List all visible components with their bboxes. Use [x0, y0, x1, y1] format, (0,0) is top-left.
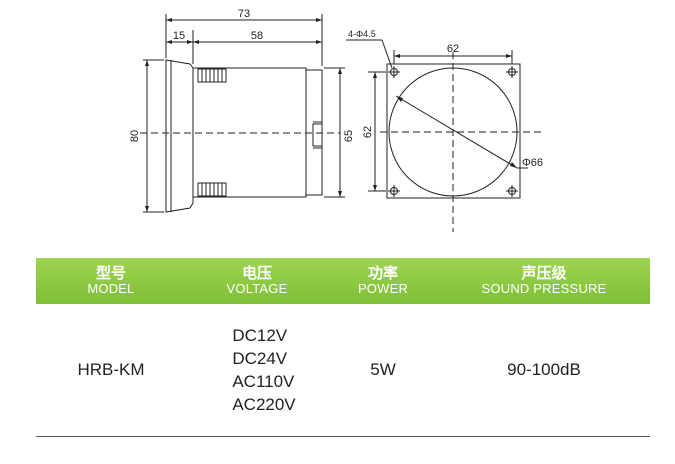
dimension-drawing-svg: 73 15 58 80 65 62 62 4-Φ4.5 Φ66	[129, 8, 545, 232]
cell-voltage: DC12V DC24V AC110V AC220V	[186, 324, 328, 416]
dim-face-width: 62	[447, 43, 459, 55]
header-sound-pressure: 声压级 SOUND PRESSURE	[438, 263, 650, 297]
header-power: 功率 POWER	[328, 263, 438, 297]
dim-diameter: Φ66	[522, 157, 543, 169]
lower-screw	[197, 182, 227, 197]
header-voltage-en: VOLTAGE	[226, 281, 288, 297]
spec-table: 型号 MODEL 电压 VOLTAGE 功率 POWER 声压级 SOUND P…	[36, 258, 650, 437]
cell-power: 5W	[370, 360, 396, 379]
dim-body-depth: 58	[251, 30, 263, 42]
header-model-zh: 型号	[95, 263, 126, 282]
cell-sound-pressure: 90-100dB	[507, 360, 581, 379]
voltage-item: AC220V	[232, 395, 296, 414]
flange-outline	[165, 59, 194, 213]
technical-drawing: 73 15 58 80 65 62 62 4-Φ4.5 Φ66	[129, 8, 545, 232]
dim-front-height: 80	[129, 130, 141, 142]
voltage-item: AC110V	[232, 372, 295, 391]
header-power-zh: 功率	[367, 263, 398, 282]
header-sound-pressure-en: SOUND PRESSURE	[481, 281, 607, 297]
dim-holes: 4-Φ4.5	[348, 29, 376, 39]
table-row: HRB-KM DC12V DC24V AC110V AC220V 5W 90-1…	[36, 304, 650, 437]
header-model-en: MODEL	[87, 281, 135, 297]
header-model: 型号 MODEL	[36, 263, 186, 297]
voltage-item: DC12V	[232, 326, 288, 345]
voltage-list: DC12V DC24V AC110V AC220V	[218, 324, 295, 416]
cell-model: HRB-KM	[77, 360, 145, 379]
dim-body-height: 65	[343, 130, 355, 142]
spec-table-header: 型号 MODEL 电压 VOLTAGE 功率 POWER 声压级 SOUND P…	[36, 258, 650, 304]
upper-screw	[197, 68, 227, 83]
header-voltage: 电压 VOLTAGE	[186, 263, 328, 297]
header-voltage-zh: 电压	[241, 263, 272, 282]
voltage-item: DC24V	[232, 349, 288, 368]
dim-flange: 15	[173, 30, 185, 42]
header-sound-pressure-zh: 声压级	[521, 263, 567, 282]
header-power-en: POWER	[357, 281, 409, 297]
dim-face-height: 62	[362, 126, 374, 138]
dim-overall-depth: 73	[238, 8, 250, 20]
